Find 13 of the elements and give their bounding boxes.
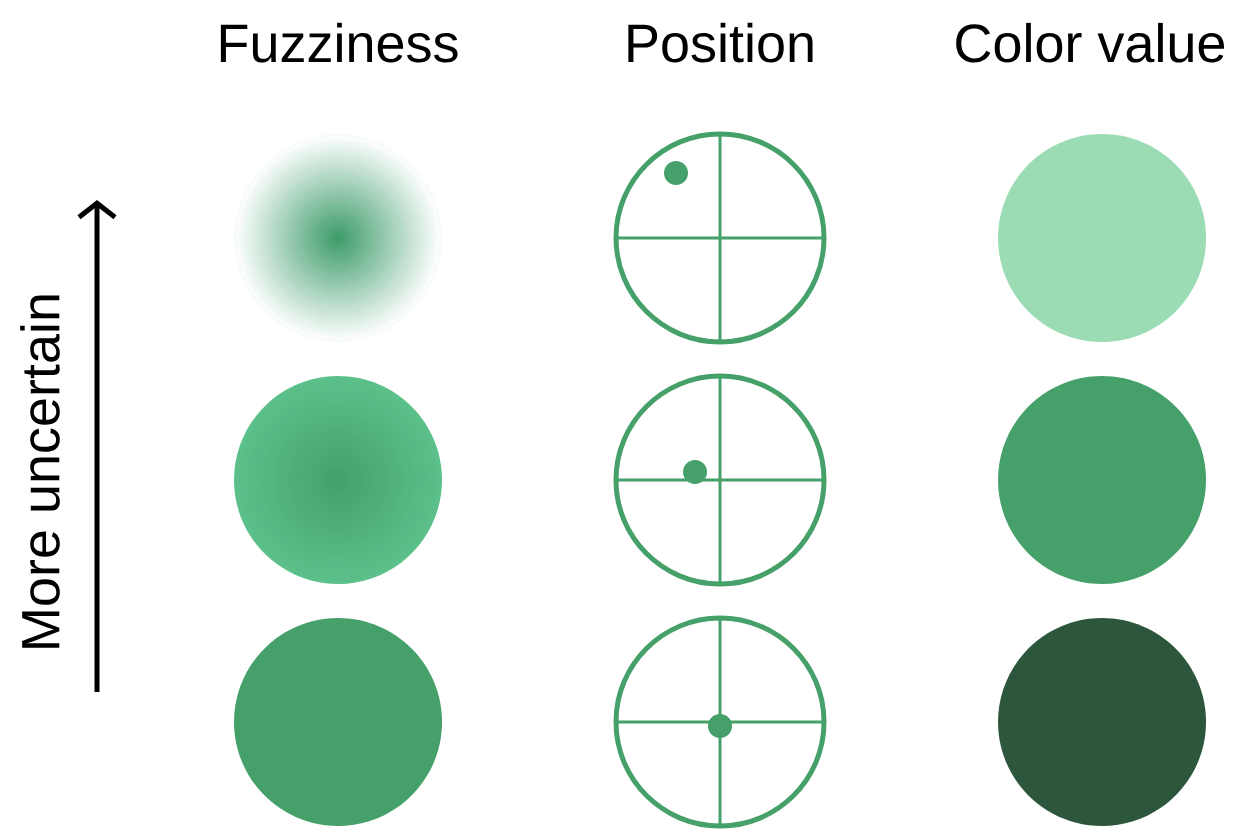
crosshair-circle xyxy=(613,373,827,587)
column-heading: Position xyxy=(628,22,813,63)
filled-circle xyxy=(998,618,1206,826)
column-heading: Color value xyxy=(956,22,1225,63)
filled-circle xyxy=(998,134,1206,342)
crosshair-circle xyxy=(613,131,827,345)
fuzzy-circle xyxy=(234,376,442,584)
axis-label: More uncertain xyxy=(20,295,60,648)
fuzzy-circle xyxy=(234,618,442,826)
column-heading: Fuzziness xyxy=(220,22,458,63)
filled-circle xyxy=(998,376,1206,584)
fuzzy-circle xyxy=(234,134,442,342)
crosshair-circle xyxy=(613,615,827,829)
